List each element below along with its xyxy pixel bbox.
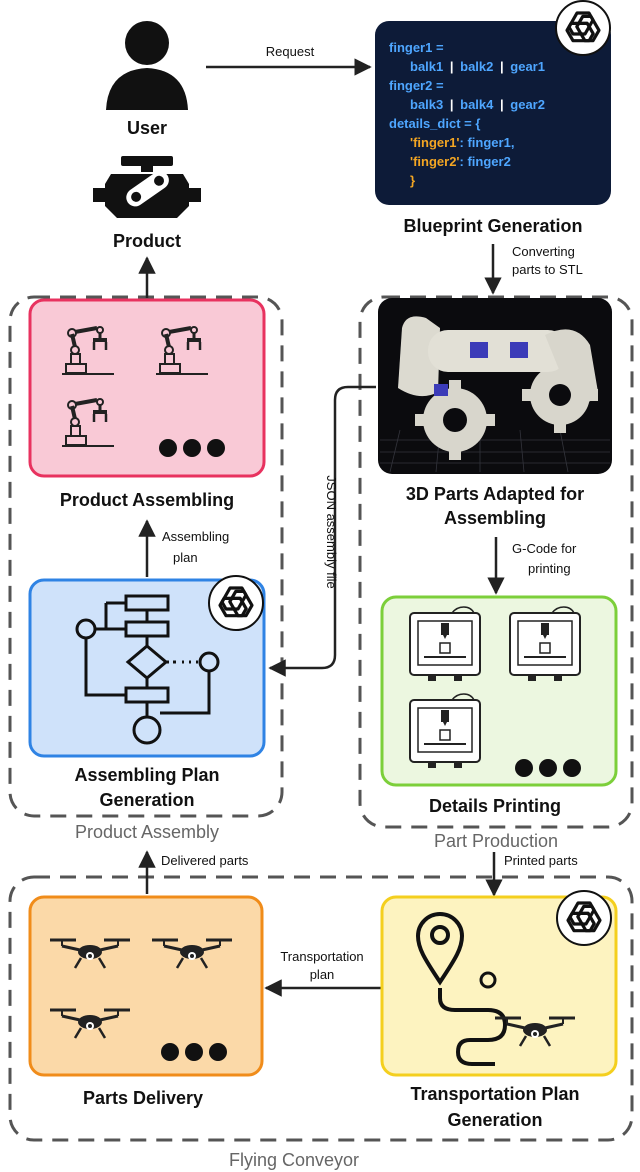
code-line-1: finger1 = (389, 40, 444, 55)
assembling-plan-label-1: Assembling Plan (74, 765, 219, 785)
group-label-flying-conveyor: Flying Conveyor (229, 1150, 359, 1170)
edge-label-assembling-plan-2: plan (173, 550, 198, 565)
edge-label-json: JSON assembly file (324, 475, 339, 588)
code-token: gear2 (510, 97, 545, 112)
edge-label-gcode-2: printing (528, 561, 571, 576)
code-token: balk2 (460, 59, 493, 74)
details-printing-label: Details Printing (429, 796, 561, 816)
product-assembling-label: Product Assembling (60, 490, 234, 510)
edge-label-request: Request (266, 44, 315, 59)
more-dots-icon (515, 759, 581, 777)
more-dots-icon (159, 439, 225, 457)
assembling-plan-label-2: Generation (99, 790, 194, 810)
code-token: balk1 (410, 59, 443, 74)
more-dots-icon (161, 1043, 227, 1061)
svg-text:balk3 | balk4: balk3 | balk4 | gear2 (410, 97, 545, 112)
code-line-8: } (410, 173, 415, 188)
openai-logo-icon (207, 574, 265, 632)
edge-label-printed: Printed parts (504, 853, 578, 868)
code-line-5: details_dict = { (389, 116, 480, 131)
engine-icon (93, 156, 201, 218)
flowchart-icon (75, 594, 220, 745)
3d-parts-render (378, 298, 612, 474)
map-pin-icon (415, 912, 465, 986)
group-part-production (358, 295, 634, 829)
product-label: Product (113, 231, 181, 251)
edge-json-assembly (268, 385, 376, 677)
transport-plan-label-1: Transportation Plan (410, 1084, 579, 1104)
user-label: User (127, 118, 167, 138)
3d-parts-label-2: Assembling (444, 508, 546, 528)
user-icon (106, 21, 188, 110)
blueprint-label: Blueprint Generation (403, 216, 582, 236)
parts-delivery-box (28, 895, 264, 1077)
code-token: gear1 (510, 59, 545, 74)
product-assembling-box (28, 298, 266, 478)
group-label-product-assembly: Product Assembly (75, 822, 219, 842)
svg-text:'finger2': finger2: 'finger2': finger2 (410, 154, 511, 169)
edge-label-delivered: Delivered parts (161, 853, 249, 868)
edge-label-converting-2: parts to STL (512, 262, 583, 277)
group-label-part-production: Part Production (434, 831, 558, 851)
openai-logo-icon (554, 0, 612, 57)
code-line-3: finger2 = (389, 78, 444, 93)
3d-printer-icon (409, 693, 481, 769)
edge-label-converting-1: Converting (512, 244, 575, 259)
route-path (438, 988, 508, 1066)
transport-plan-label-2: Generation (447, 1110, 542, 1130)
code-token: balk3 (410, 97, 443, 112)
3d-printer-icon (409, 606, 481, 682)
parts-delivery-label: Parts Delivery (83, 1088, 203, 1108)
svg-text:'finger1': finger1,: 'finger1': finger1, (410, 135, 514, 150)
code-token: balk4 (460, 97, 494, 112)
edge-label-assembling-plan-1: Assembling (162, 529, 229, 544)
openai-logo-icon (555, 889, 613, 947)
edge-label-transport-2: plan (310, 967, 335, 982)
group-flying-conveyor (8, 875, 634, 1142)
3d-printer-icon (509, 606, 581, 682)
edge-label-gcode-1: G-Code for (512, 541, 577, 556)
svg-text:balk1 | balk2: balk1 | balk2 | gear1 (410, 59, 545, 74)
3d-parts-label-1: 3D Parts Adapted for (406, 484, 584, 504)
blueprint-code-box: finger1 = balk1 | balk2 | gear1 finger2 … (375, 21, 611, 205)
edge-label-transport-1: Transportation (280, 949, 363, 964)
